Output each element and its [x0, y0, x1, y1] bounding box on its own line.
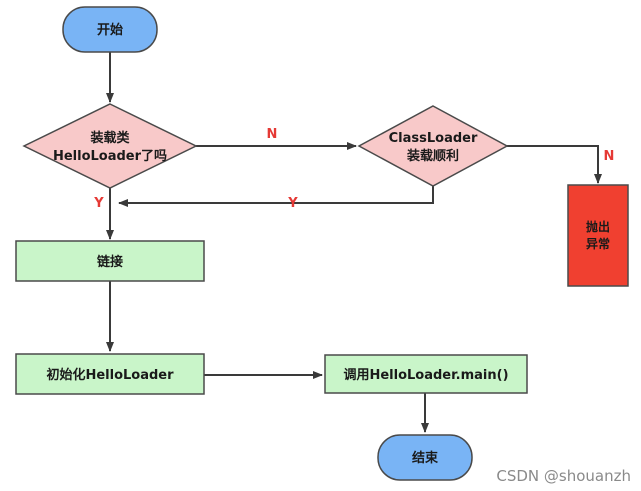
- edge-label-yes-1: Y: [93, 196, 104, 211]
- end-node: 结束: [377, 434, 473, 481]
- edge-classloader-back-yes: [118, 186, 434, 207]
- decision-loaded-node: 装载类 HelloLoader了吗: [22, 103, 198, 189]
- init-node: 初始化HelloLoader: [15, 353, 205, 395]
- decision-loaded-line1: 装载类: [89, 130, 130, 146]
- link-node: 链接: [15, 240, 205, 282]
- decision-loaded-line2: HelloLoader了吗: [53, 149, 167, 164]
- start-label: 开始: [97, 22, 123, 38]
- edge-label-yes-2: Y: [287, 196, 298, 211]
- exception-line1: 抛出: [586, 219, 610, 234]
- decision-classloader-line2: 装载顺利: [406, 148, 459, 164]
- end-label: 结束: [412, 450, 439, 466]
- exception-node: 抛出 异常: [567, 184, 629, 287]
- decision-classloader-line1: ClassLoader: [389, 131, 478, 146]
- edge-label-no-1: N: [267, 127, 278, 142]
- start-node: 开始: [62, 6, 158, 53]
- link-label: 链接: [96, 254, 123, 270]
- watermark-text: CSDN @shouanzh: [496, 467, 631, 485]
- init-label: 初始化HelloLoader: [46, 367, 174, 383]
- decision-classloader-node: ClassLoader 装载顺利: [357, 105, 509, 187]
- edge-label-no-2: N: [604, 149, 615, 164]
- edge-classloader-to-exception: [506, 145, 602, 184]
- call-main-label: 调用HelloLoader.main(): [343, 368, 508, 383]
- exception-line2: 异常: [586, 236, 610, 251]
- call-main-node: 调用HelloLoader.main(): [324, 354, 528, 394]
- edges: [106, 52, 602, 433]
